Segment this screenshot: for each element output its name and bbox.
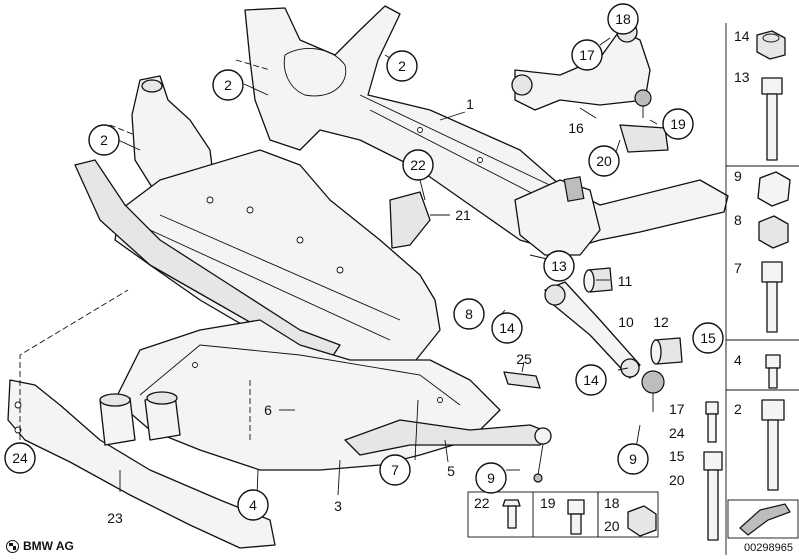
- brand-name: BMW AG: [23, 539, 74, 553]
- part-label-2: 2: [734, 401, 742, 417]
- callout-2a: 2: [224, 77, 232, 93]
- diagram-id: 00298965: [744, 542, 793, 554]
- callout-7: 7: [391, 462, 399, 478]
- callout-8: 8: [465, 306, 473, 322]
- heat-shield-21: [389, 191, 431, 249]
- callout-10: 10: [618, 314, 634, 330]
- callout-17: 17: [579, 47, 595, 63]
- callout-25: 25: [516, 351, 532, 367]
- hardware-column: [703, 23, 799, 555]
- callout-9a: 9: [629, 451, 637, 467]
- bearing-bar-25: [503, 371, 541, 389]
- rubber-mount-6: [99, 391, 181, 446]
- callout-9b: 9: [487, 470, 495, 486]
- part-label-9: 9: [734, 168, 742, 184]
- callout-11: 11: [618, 273, 633, 289]
- bottom-label-20: 20: [604, 518, 620, 534]
- callout-19: 19: [670, 116, 686, 132]
- bumper-support-strip: [7, 379, 276, 549]
- mount-bracket-19-20: [619, 124, 669, 153]
- brand-footer: BMW AG: [6, 539, 74, 553]
- hardware-bottom-row: [467, 491, 659, 538]
- callout-21: 21: [455, 207, 471, 223]
- part-label-14: 14: [734, 28, 750, 44]
- callout-14a: 14: [499, 320, 515, 336]
- bottom-label-18: 18: [604, 495, 620, 511]
- tension-strut: [544, 281, 665, 412]
- callout-6: 6: [264, 402, 272, 418]
- part-label-8: 8: [734, 212, 742, 228]
- callout-23: 23: [107, 510, 123, 526]
- callout-15: 15: [700, 330, 716, 346]
- front-axle-carrier: [74, 5, 729, 386]
- callout-16: 16: [568, 120, 584, 136]
- callout-18: 18: [615, 11, 631, 27]
- callout-3: 3: [334, 498, 342, 514]
- bottom-label-22: 22: [474, 495, 490, 511]
- callout-2b: 2: [398, 58, 406, 74]
- bushings: [583, 267, 683, 365]
- parts-column-labels: 14 13 9 8 7 4 17 24 2 15 20 22 19 18 20: [474, 28, 750, 534]
- callout-12: 12: [653, 314, 669, 330]
- part-label-20: 20: [669, 472, 685, 488]
- part-label-13: 13: [734, 69, 750, 85]
- bottom-label-19: 19: [540, 495, 556, 511]
- wishbone-lower: [344, 419, 552, 483]
- callout-22a: 22: [410, 157, 426, 173]
- bmw-roundel-icon: [6, 539, 19, 553]
- control-arm-upper: [511, 21, 652, 118]
- callout-20: 20: [596, 153, 612, 169]
- callout-13: 13: [551, 258, 567, 274]
- callout-4: 4: [249, 497, 257, 513]
- part-label-17: 17: [669, 401, 685, 417]
- callout-1: 1: [466, 96, 474, 112]
- callout-14b: 14: [583, 372, 599, 388]
- part-label-24: 24: [669, 425, 685, 441]
- part-label-15: 15: [669, 448, 685, 464]
- callouts: 1 2 2 2 22 21 13 11 8 14 10 12 15 25 14 …: [4, 3, 724, 526]
- leader-lines: [19, 37, 658, 496]
- callout-5: 5: [447, 463, 455, 479]
- callout-2c: 2: [100, 132, 108, 148]
- part-label-4: 4: [734, 352, 742, 368]
- part-label-7: 7: [734, 260, 742, 276]
- callout-24: 24: [12, 450, 28, 466]
